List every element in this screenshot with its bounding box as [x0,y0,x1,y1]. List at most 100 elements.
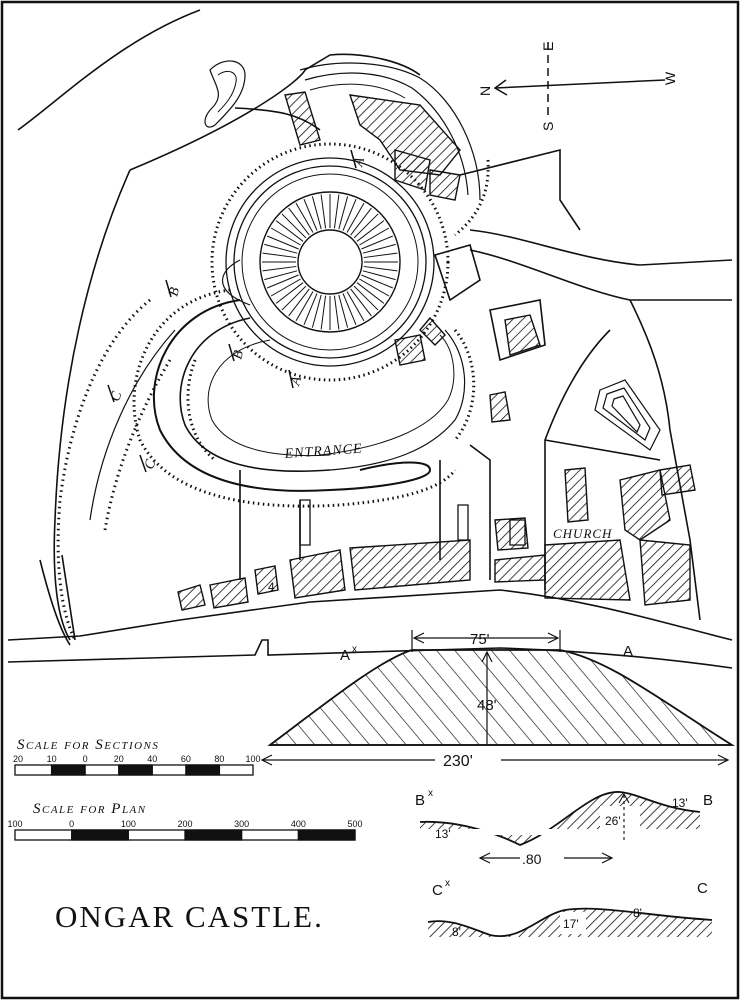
motte-hachure [363,252,398,259]
scale-segment [297,829,356,841]
plot-number: 4 [268,580,275,594]
section-b [419,791,701,868]
east-lane [629,299,701,621]
scale-tick-label: 0 [83,754,88,764]
scale-tick-label: 10 [47,754,57,764]
east-road-lower [469,249,732,301]
section-b-height: 26' [605,814,621,828]
motte-mound [210,142,450,382]
motte-hachure [342,293,357,326]
section-b-left-label: B [415,792,425,809]
scale-sections-title: Scale for Sections [17,737,159,753]
motte-hachure [275,282,304,304]
motte-hachure [320,194,327,229]
scale-tick-label: 80 [214,754,224,764]
section-c-right-depth: 8' [633,906,642,920]
entrance-label: ENTRANCE [283,442,363,462]
scale-tick-label: 60 [181,754,191,764]
section-b-right-label: B [703,792,713,809]
west-boundary [53,169,131,641]
scale-tick-label: 0 [69,819,74,829]
motte-hachure [270,227,301,246]
motte-hachure [275,220,304,242]
motte-hachure [353,285,379,311]
section-a-left-label: A [340,647,350,664]
motte-hachure [262,265,297,272]
scale-tick-label: 300 [234,819,249,829]
section-c-center-height: 17' [563,917,579,931]
motte-hachure [353,213,379,239]
motte-hachure [350,207,372,236]
scale-segment [185,764,221,776]
motte-hachure [264,243,298,254]
north-west-lane [17,9,201,131]
west-ditch-edge [39,554,76,646]
marker-c: C [142,457,159,471]
scale-plan-title: Scale for Plan [33,801,147,817]
section-c-left-depth: 8' [452,925,461,939]
motte-hachure [303,198,318,231]
scale-segment [118,764,153,776]
compass-east: E [540,42,556,51]
plot-north-east [433,244,481,302]
section-c-profile [427,907,713,938]
marker-c-cross: C [108,389,125,403]
motte-hachure [362,243,396,254]
compass-west: W [662,71,678,85]
motte-hachure [288,207,310,236]
scale-tick-label: 400 [291,819,306,829]
motte-hachure [295,202,314,233]
buildings [177,91,696,611]
marker-a: A [351,155,368,169]
section-c-left-suffix: x [445,878,450,889]
scale-tick-label: 100 [121,819,136,829]
motte-hachure [320,295,327,330]
section-b-left-suffix: x [428,788,433,799]
motte-hachure [264,270,298,281]
motte-hachure [359,227,390,246]
scale-tick-label: 200 [177,819,192,829]
north-boundary [129,53,421,171]
motte-hachure [361,274,394,289]
church-label: CHURCH [553,526,612,541]
motte-hachure [262,252,297,259]
scale-tick-label: 20 [13,754,23,764]
motte-hachure [295,291,314,322]
motte-hachure [281,285,307,311]
marker-a-cross: A [288,374,305,388]
motte-hachure [362,270,396,281]
scale-segment [50,764,86,776]
section-a [260,630,736,770]
marker-b-cross: B [166,285,183,298]
marker-b: B [230,348,247,361]
section-b-left-depth: 13' [435,827,451,841]
section-a-height: 48' [477,697,497,714]
section-a-top-width: 75' [470,631,490,648]
scale-tick-label: 100 [245,754,260,764]
motte-hachure [350,288,372,317]
motte-hachure [363,265,398,272]
road-edge-upper [7,589,733,641]
motte-hachure [356,282,385,304]
scale-bar-plan [14,829,356,841]
north-east-boundary [459,148,581,231]
scale-segment [184,829,243,841]
section-c [427,907,713,943]
site-plan [7,9,733,669]
section-a-right-label: A [623,643,633,660]
motte-hachure [333,194,340,229]
motte-hachure [361,235,394,250]
motte-hachure [342,198,357,231]
scale-tick-label: 40 [147,754,157,764]
motte-hachures [262,194,398,330]
section-a-profile [267,649,736,746]
scale-segment [71,829,129,841]
motte-hachure [359,278,390,297]
motte-hachure [338,294,349,328]
section-c-right-label: C [697,880,708,897]
motte-hachure [270,278,301,297]
